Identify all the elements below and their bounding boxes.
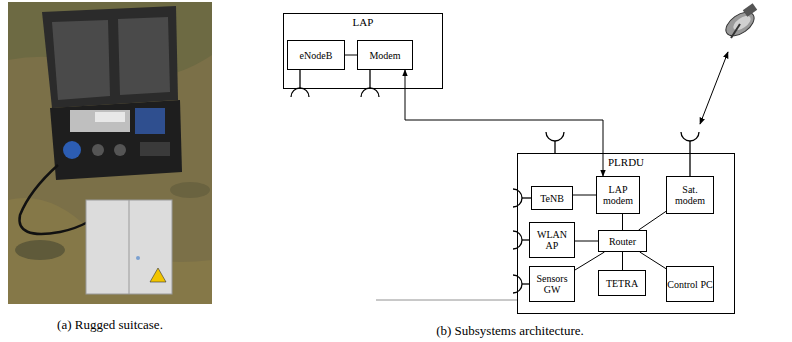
radio-link xyxy=(700,52,728,124)
caption: (b) Subsystems architecture. xyxy=(436,324,584,338)
system-box: PLRDU TeNB LAP modem Sat. modemWLAN AP Route… xyxy=(517,153,735,314)
component-box: LAP modem xyxy=(596,176,640,214)
system-box: LAP eNodeB Modem xyxy=(283,13,443,89)
component-box: Modem xyxy=(357,40,413,70)
component-box: Sensors GW xyxy=(529,266,575,302)
caption: (a) Rugged suitcase. xyxy=(57,318,163,332)
box-label: Sensors GW xyxy=(530,273,574,295)
component-box: eNodeB xyxy=(287,40,345,70)
component-box: WLAN AP xyxy=(529,222,575,258)
link-line xyxy=(622,214,623,230)
box-label: TeNB xyxy=(540,193,564,204)
link-line xyxy=(405,70,603,176)
box-label: Sat. modem xyxy=(667,184,713,206)
link-line xyxy=(573,195,596,196)
box-label: Router xyxy=(609,236,636,247)
satellite-icon xyxy=(722,3,759,40)
suitcase-photo xyxy=(8,2,212,304)
box-label: Modem xyxy=(369,50,400,61)
link-line xyxy=(345,55,357,56)
component-box: Router xyxy=(598,230,647,252)
box-label: WLAN AP xyxy=(530,229,574,251)
component-box: TeNB xyxy=(531,186,573,210)
link-line xyxy=(575,252,604,270)
link-line xyxy=(639,211,666,230)
component-box: Control PC xyxy=(666,266,714,302)
link-line xyxy=(622,252,623,270)
component-box: TETRA xyxy=(598,270,646,296)
link-line xyxy=(640,252,666,269)
link-line xyxy=(575,241,598,242)
box-label: eNodeB xyxy=(300,50,333,61)
box-label: TETRA xyxy=(606,278,638,289)
box-title: PLRDU xyxy=(518,156,734,168)
antenna-symbol xyxy=(291,70,699,293)
box-title: LAP xyxy=(284,16,442,28)
box-label: LAP modem xyxy=(597,184,639,206)
component-box: Sat. modem xyxy=(666,176,714,214)
separator-rule xyxy=(376,300,517,301)
box-label: Control PC xyxy=(667,279,712,290)
